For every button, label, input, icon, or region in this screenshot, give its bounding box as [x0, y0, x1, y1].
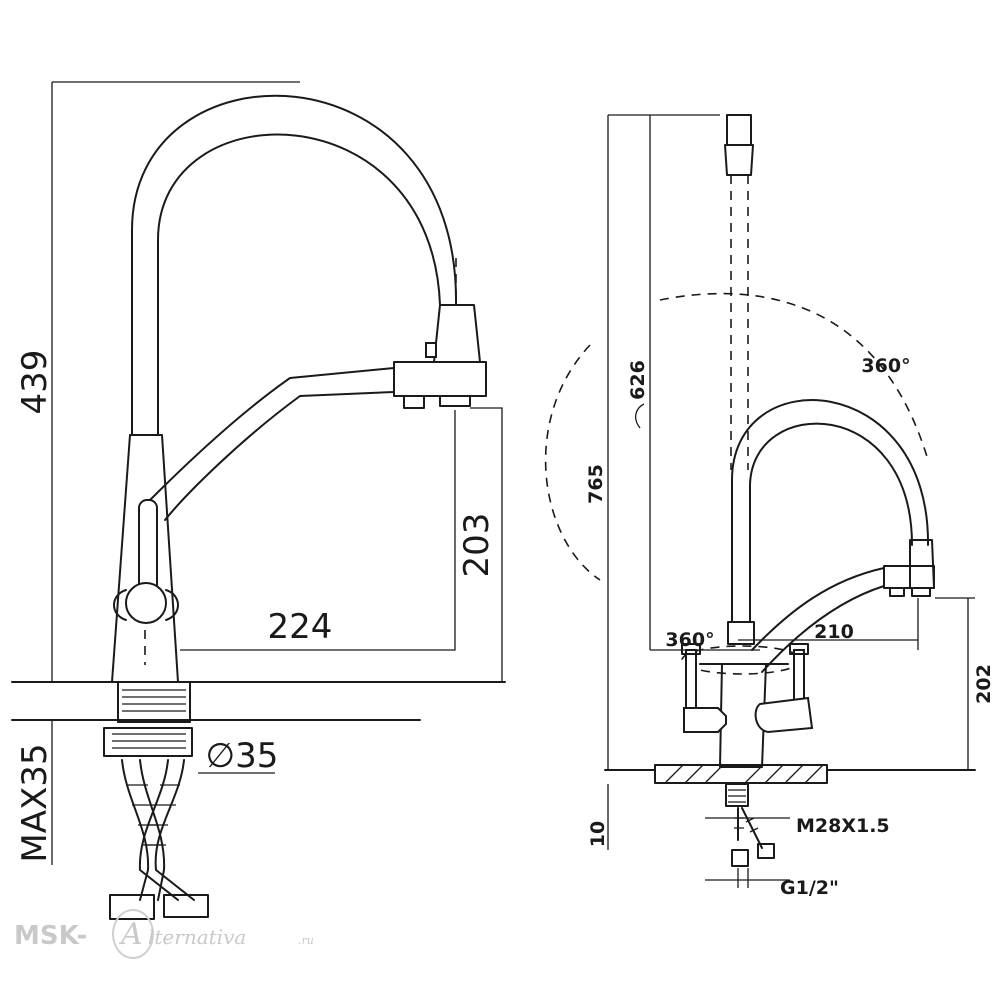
dim-202: 202: [973, 664, 995, 704]
dim-626-approx-mark: [634, 403, 645, 429]
dim-765: 765: [585, 464, 607, 504]
dim-max35: MAX35: [15, 743, 55, 862]
bottom-nut-right: [757, 843, 775, 859]
dim-connection: G1/2": [780, 877, 839, 899]
left-handle-cap: [681, 643, 701, 655]
lever-knob: [125, 582, 167, 624]
lever-knob-left-cap: [113, 589, 127, 621]
rotation-360-bottom: 360°: [665, 629, 714, 651]
dim-203-224-line: [180, 410, 456, 651]
bottom-hoses: [737, 807, 763, 849]
hose-left-outer: [121, 759, 150, 901]
spray-head: [724, 144, 754, 176]
mount-nut: [103, 727, 193, 757]
hose-nut-right: [163, 894, 209, 918]
watermark-logo-ring: [112, 909, 154, 959]
hose-ribs-a: [128, 784, 162, 846]
flex-spout-inner: [749, 422, 913, 623]
watermark-rest: lternativa: [148, 925, 246, 949]
spout-head: [433, 304, 481, 363]
hose-right-outer: [138, 759, 179, 901]
dim-210: 210: [814, 621, 854, 643]
watermark-initial: A: [118, 917, 143, 952]
watermark-suffix: .ru: [298, 934, 314, 947]
side-arm-top: [149, 367, 395, 501]
watermark-prefix: MSK-: [14, 921, 87, 951]
dim-10: 10: [587, 821, 609, 847]
rotation-360-top: 360°: [861, 355, 910, 377]
flex-spout-outer: [731, 399, 930, 623]
side-arm-bottom: [164, 391, 395, 521]
right-handle-stem: [793, 649, 805, 703]
spout-arc-inner: [157, 133, 441, 436]
right-outlet-head: [909, 539, 935, 589]
right-nozzle-right: [911, 587, 931, 597]
right-handle-block: [754, 696, 814, 734]
dim-626: 626: [627, 360, 649, 400]
right-side-arm-top: [751, 567, 885, 651]
right-nozzle-left: [889, 587, 905, 597]
mount-shank: [117, 681, 191, 723]
dim-203-left: 203: [457, 513, 497, 578]
rotation-circle-left: [544, 344, 601, 581]
spout-arc-outer: [131, 94, 458, 436]
nut-ribs: [112, 733, 186, 749]
shank-threads: [122, 689, 186, 712]
left-view: 439 203 224 MAX35 ∅35: [11, 81, 506, 920]
bottom-shank-threads: [728, 789, 746, 803]
countertop-hatch: [664, 764, 824, 784]
right-side-arm-bottom: [761, 585, 885, 673]
outlet-nozzle-right: [439, 395, 471, 407]
outlet-block: [393, 361, 487, 397]
right-view: 765 626 202 210 360° 360° 10 M28X1.5 G1/…: [544, 114, 995, 899]
dim-dia35: ∅35: [206, 736, 279, 776]
left-handle-stem: [685, 649, 697, 711]
dim-203-ext: [470, 407, 503, 682]
lever-knob-right-cap: [165, 589, 179, 621]
hose-right-inner: [154, 759, 195, 901]
faucet-body: [111, 434, 179, 683]
bottom-shank: [725, 783, 749, 807]
dim-439: 439: [15, 350, 55, 415]
spout-collar: [727, 621, 755, 645]
spray-head-top: [726, 114, 752, 146]
right-outlet-block: [883, 565, 935, 589]
rotation-circle-right: [659, 292, 929, 461]
right-handle-cap: [789, 643, 809, 655]
outlet-nozzle-left: [403, 395, 425, 409]
watermark: MSK- A lternativa .ru: [14, 909, 314, 959]
hose-ribs-b: [146, 784, 180, 846]
dim-224: 224: [268, 607, 333, 647]
hose-left-inner: [139, 759, 166, 901]
hose-nut-left: [109, 894, 155, 920]
dim-thread: M28X1.5: [796, 815, 890, 837]
left-handle-block: [683, 707, 727, 733]
spout-switch: [425, 342, 437, 358]
bottom-nut-left: [731, 849, 749, 867]
